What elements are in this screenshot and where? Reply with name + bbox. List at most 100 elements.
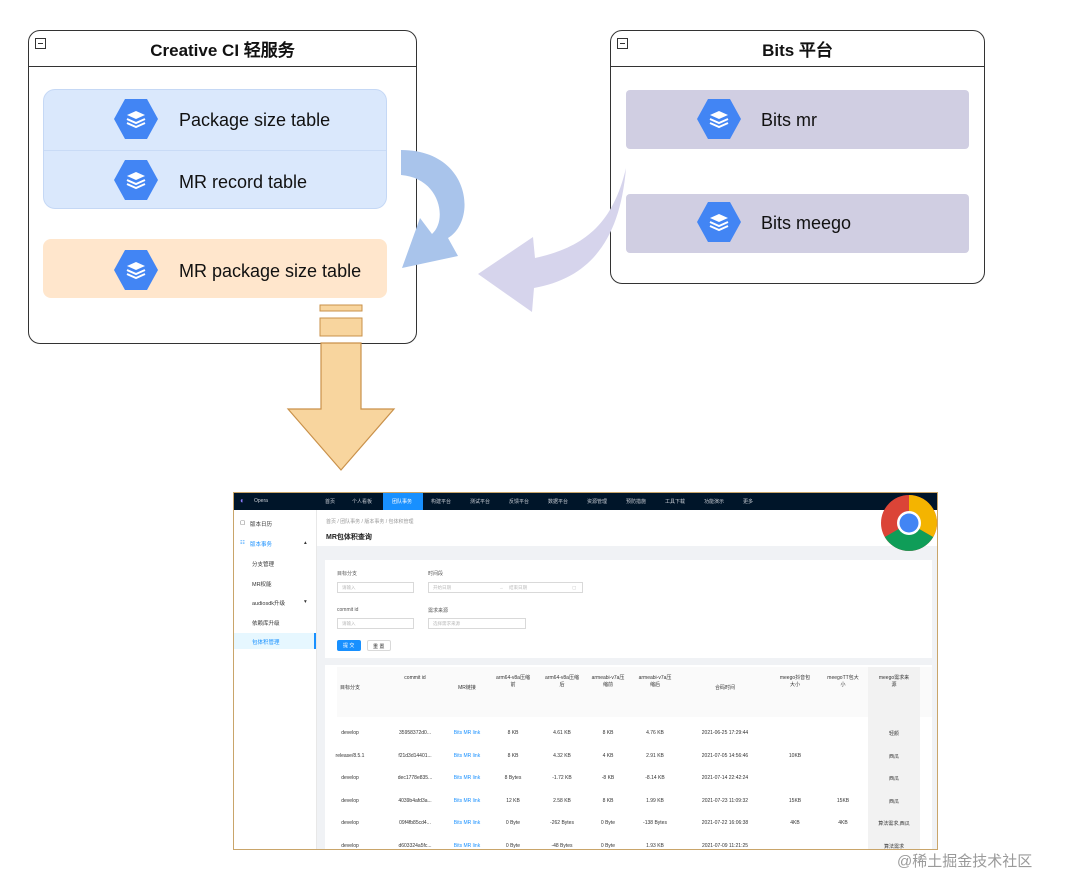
table-header-cell[interactable]: MR链接 [458,685,476,691]
table-header-bg [337,667,932,717]
mr-package-size-table-label: MR package size table [179,261,362,281]
commit-input[interactable]: 请输入 [337,618,414,629]
bits-panel-header: Bits 平台 [611,31,984,67]
table-cell: 8 KB [602,797,614,804]
nav-item[interactable]: 数据平台 [548,499,569,505]
table-header-cell[interactable]: 目标分支 [339,685,360,691]
table-cell: 轻颜 [888,731,900,737]
mr-link[interactable]: Bits MR link [453,730,481,736]
mr-link[interactable]: Bits MR link [453,775,481,781]
table-cell: 4.32 KB [553,752,571,759]
table-cell: 4KB [838,820,848,826]
branch-label: 目标分支 [337,571,358,577]
table-header-cell[interactable]: 合码时间 [714,685,735,691]
purple-curved-arrow [478,168,626,312]
mr-record-table-label: MR record table [179,172,308,192]
sidebar-item-dependency[interactable]: 依赖库升级 [252,621,280,627]
collapse-icon[interactable] [35,38,46,49]
mr-link[interactable]: Bits MR link [453,752,481,759]
database-icon [114,160,158,200]
package-size-table-label: Package size table [179,110,331,130]
nav-item[interactable]: 构建平台 [431,499,452,505]
table-cell: dec1778e835... [397,775,433,781]
table-cell: develop [341,730,359,736]
table-cell: -138 Bytes [643,820,667,826]
table-header-cell[interactable]: arm64-v8a压缩前 [496,675,530,688]
table-cell: 2021-07-05 14:56:46 [701,752,749,759]
source-column-bg [868,667,920,849]
table-cell: -8 KB [601,775,615,781]
table-cell: 4KB [790,820,800,826]
table-header-cell[interactable]: meego抖音包大小 [779,675,811,688]
app-screenshot: ◐ Opera 首页 个人看板 团队事务 构建平台 测试平台 反馈平台 数据平台… [233,492,938,850]
sidebar-item-version-affairs[interactable]: 版本事务 [250,542,273,548]
table-cell: 0 Byte [505,842,521,849]
blue-node-divider [44,150,386,151]
nav-item[interactable]: 首页 [325,499,336,505]
table-header-cell[interactable]: armeabi-v7a压缩后 [638,675,672,688]
creative-ci-panel-header: Creative CI 轻服务 [29,31,416,67]
table-cell: develop [341,797,359,804]
collapse-icon[interactable] [617,38,628,49]
table-cell: f21d3d14401... [398,752,432,759]
table-cell: 西瓜 [888,798,900,805]
orange-down-arrow [286,342,396,471]
database-icon [697,99,741,139]
database-icon [114,99,158,139]
branch-input[interactable]: 请输入 [337,582,414,593]
source-select[interactable]: 选择需求来源 [428,618,526,629]
table-header-cell[interactable]: commit id [404,675,426,681]
table-cell: 算法需求 [883,843,905,850]
nav-item[interactable]: 功能演示 [704,499,725,505]
page-header-bg [317,510,937,546]
app-sidebar: 版本日历 ▢ 版本事务 ☷ ▴ 分支管理 MR权能 audiosdk升级 ▾ 依… [234,510,317,849]
sidebar-item-audiosdk[interactable]: audiosdk升级 [252,601,286,607]
mr-package-size-node [43,239,387,298]
nav-item[interactable]: 预防措施 [626,499,647,505]
calendar-icon: ▢ [572,585,577,590]
flow-arrows [286,150,626,471]
table-header-cell[interactable]: armeabi-v7a压缩前 [591,675,625,688]
mr-link[interactable]: Bits MR link [453,797,481,804]
table-cell: 1.99 KB [646,797,664,804]
table-cell: -8.14 KB [645,775,665,781]
nav-item[interactable]: 测试平台 [470,499,491,505]
mr-link[interactable]: Bits MR link [453,842,481,849]
nav-item[interactable]: 团队事务 [392,499,413,505]
table-cell: 2021-06-25 17:29:44 [701,730,749,736]
table-cell: 2021-07-23 11:09:32 [701,797,749,804]
sidebar-item-mr[interactable]: MR权能 [252,582,272,588]
nav-item[interactable]: 更多 [743,499,754,505]
table-cell: 2.58 KB [553,797,571,804]
date-range-picker[interactable]: 开始日期 → 结束日期 ▢ [428,582,583,593]
table-header-cell[interactable]: arm64-v8a压缩后 [545,675,579,688]
table-header-cell[interactable]: meegoTT包大小 [827,675,859,688]
mr-link[interactable]: Bits MR link [453,820,481,826]
nav-item[interactable]: 个人看板 [352,499,373,505]
table-cell: 12 KB [506,797,520,804]
sidebar-item-package-size[interactable]: 包体积管理 [252,640,280,646]
chevron-up-icon[interactable]: ▴ [304,540,307,546]
search-form [325,560,932,658]
bits-mr-label: Bits mr [761,110,817,130]
table-cell: 8 KB [507,730,519,736]
sidebar-item-calendar[interactable]: 版本日历 [250,522,273,528]
source-label: 需求来源 [428,608,449,614]
nav-active-bg [383,493,423,510]
app-name: Opera [254,498,268,504]
blue-curved-arrow [401,150,465,268]
table-header-cell[interactable]: meego需求来源 [878,675,910,688]
chevron-down-icon[interactable]: ▾ [304,599,307,605]
submit-button[interactable]: 提 交 [337,640,361,651]
sidebar-item-branch[interactable]: 分支管理 [252,562,275,568]
reset-button[interactable]: 重 置 [367,640,391,651]
nav-item[interactable]: 反馈平台 [509,499,530,505]
table-cell: 西瓜 [888,776,900,782]
orange-arrow-tick-1 [319,304,363,312]
nav-item[interactable]: 工具下载 [665,499,686,505]
table-cell: d603324a5fc... [398,842,432,849]
sidebar-active-bg [234,633,316,649]
nav-item[interactable]: 资源管理 [587,499,608,505]
table-cell: develop [341,775,359,781]
menu-icon: ☷ [240,540,245,546]
